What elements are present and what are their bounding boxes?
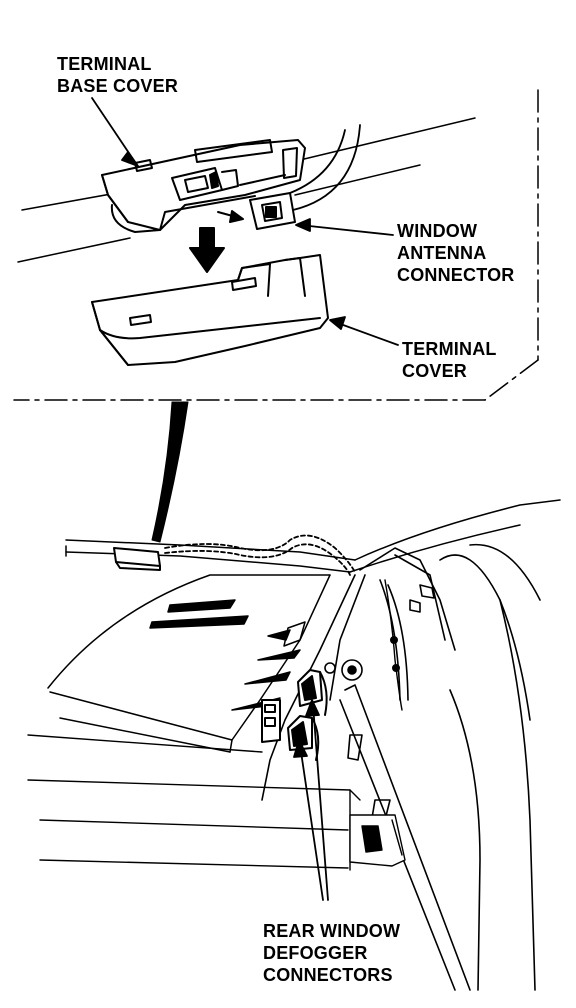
detail-inset-frame xyxy=(13,89,539,401)
rear-window-defogger-connector-parts xyxy=(261,579,403,761)
label-line: ANTENNA xyxy=(397,243,487,263)
removal-arrow xyxy=(189,227,225,273)
callout-leaders-detail xyxy=(91,97,399,346)
terminal-base-cover-part xyxy=(101,139,306,233)
rear-window-glass xyxy=(47,574,331,753)
label-line: TERMINAL xyxy=(402,339,497,359)
label-line: WINDOW xyxy=(397,221,478,241)
window-antenna-connector-label: WINDOW ANTENNA CONNECTOR xyxy=(397,220,514,286)
label-line: COVER xyxy=(402,361,468,381)
callout-leaders-overview xyxy=(293,699,329,901)
terminal-cover-label: TERMINAL COVER xyxy=(402,338,497,382)
label-line: BASE COVER xyxy=(57,76,179,96)
cargo-area-lines xyxy=(27,734,406,871)
label-line: DEFOGGER xyxy=(263,943,368,963)
label-line: TERMINAL xyxy=(57,54,152,74)
label-line: REAR WINDOW xyxy=(263,921,401,941)
window-antenna-connector-part xyxy=(217,124,361,230)
terminal-base-cover-label: TERMINAL BASE COVER xyxy=(57,53,178,97)
terminal-box-overview xyxy=(113,547,161,571)
antenna-cable-route xyxy=(164,534,356,576)
label-line: CONNECTORS xyxy=(263,965,393,985)
detail-link-swoosh xyxy=(151,401,189,543)
rear-window-defogger-connectors-label: REAR WINDOW DEFOGGER CONNECTORS xyxy=(263,920,400,986)
terminal-cover-part xyxy=(91,254,329,366)
label-line: CONNECTOR xyxy=(397,265,515,285)
